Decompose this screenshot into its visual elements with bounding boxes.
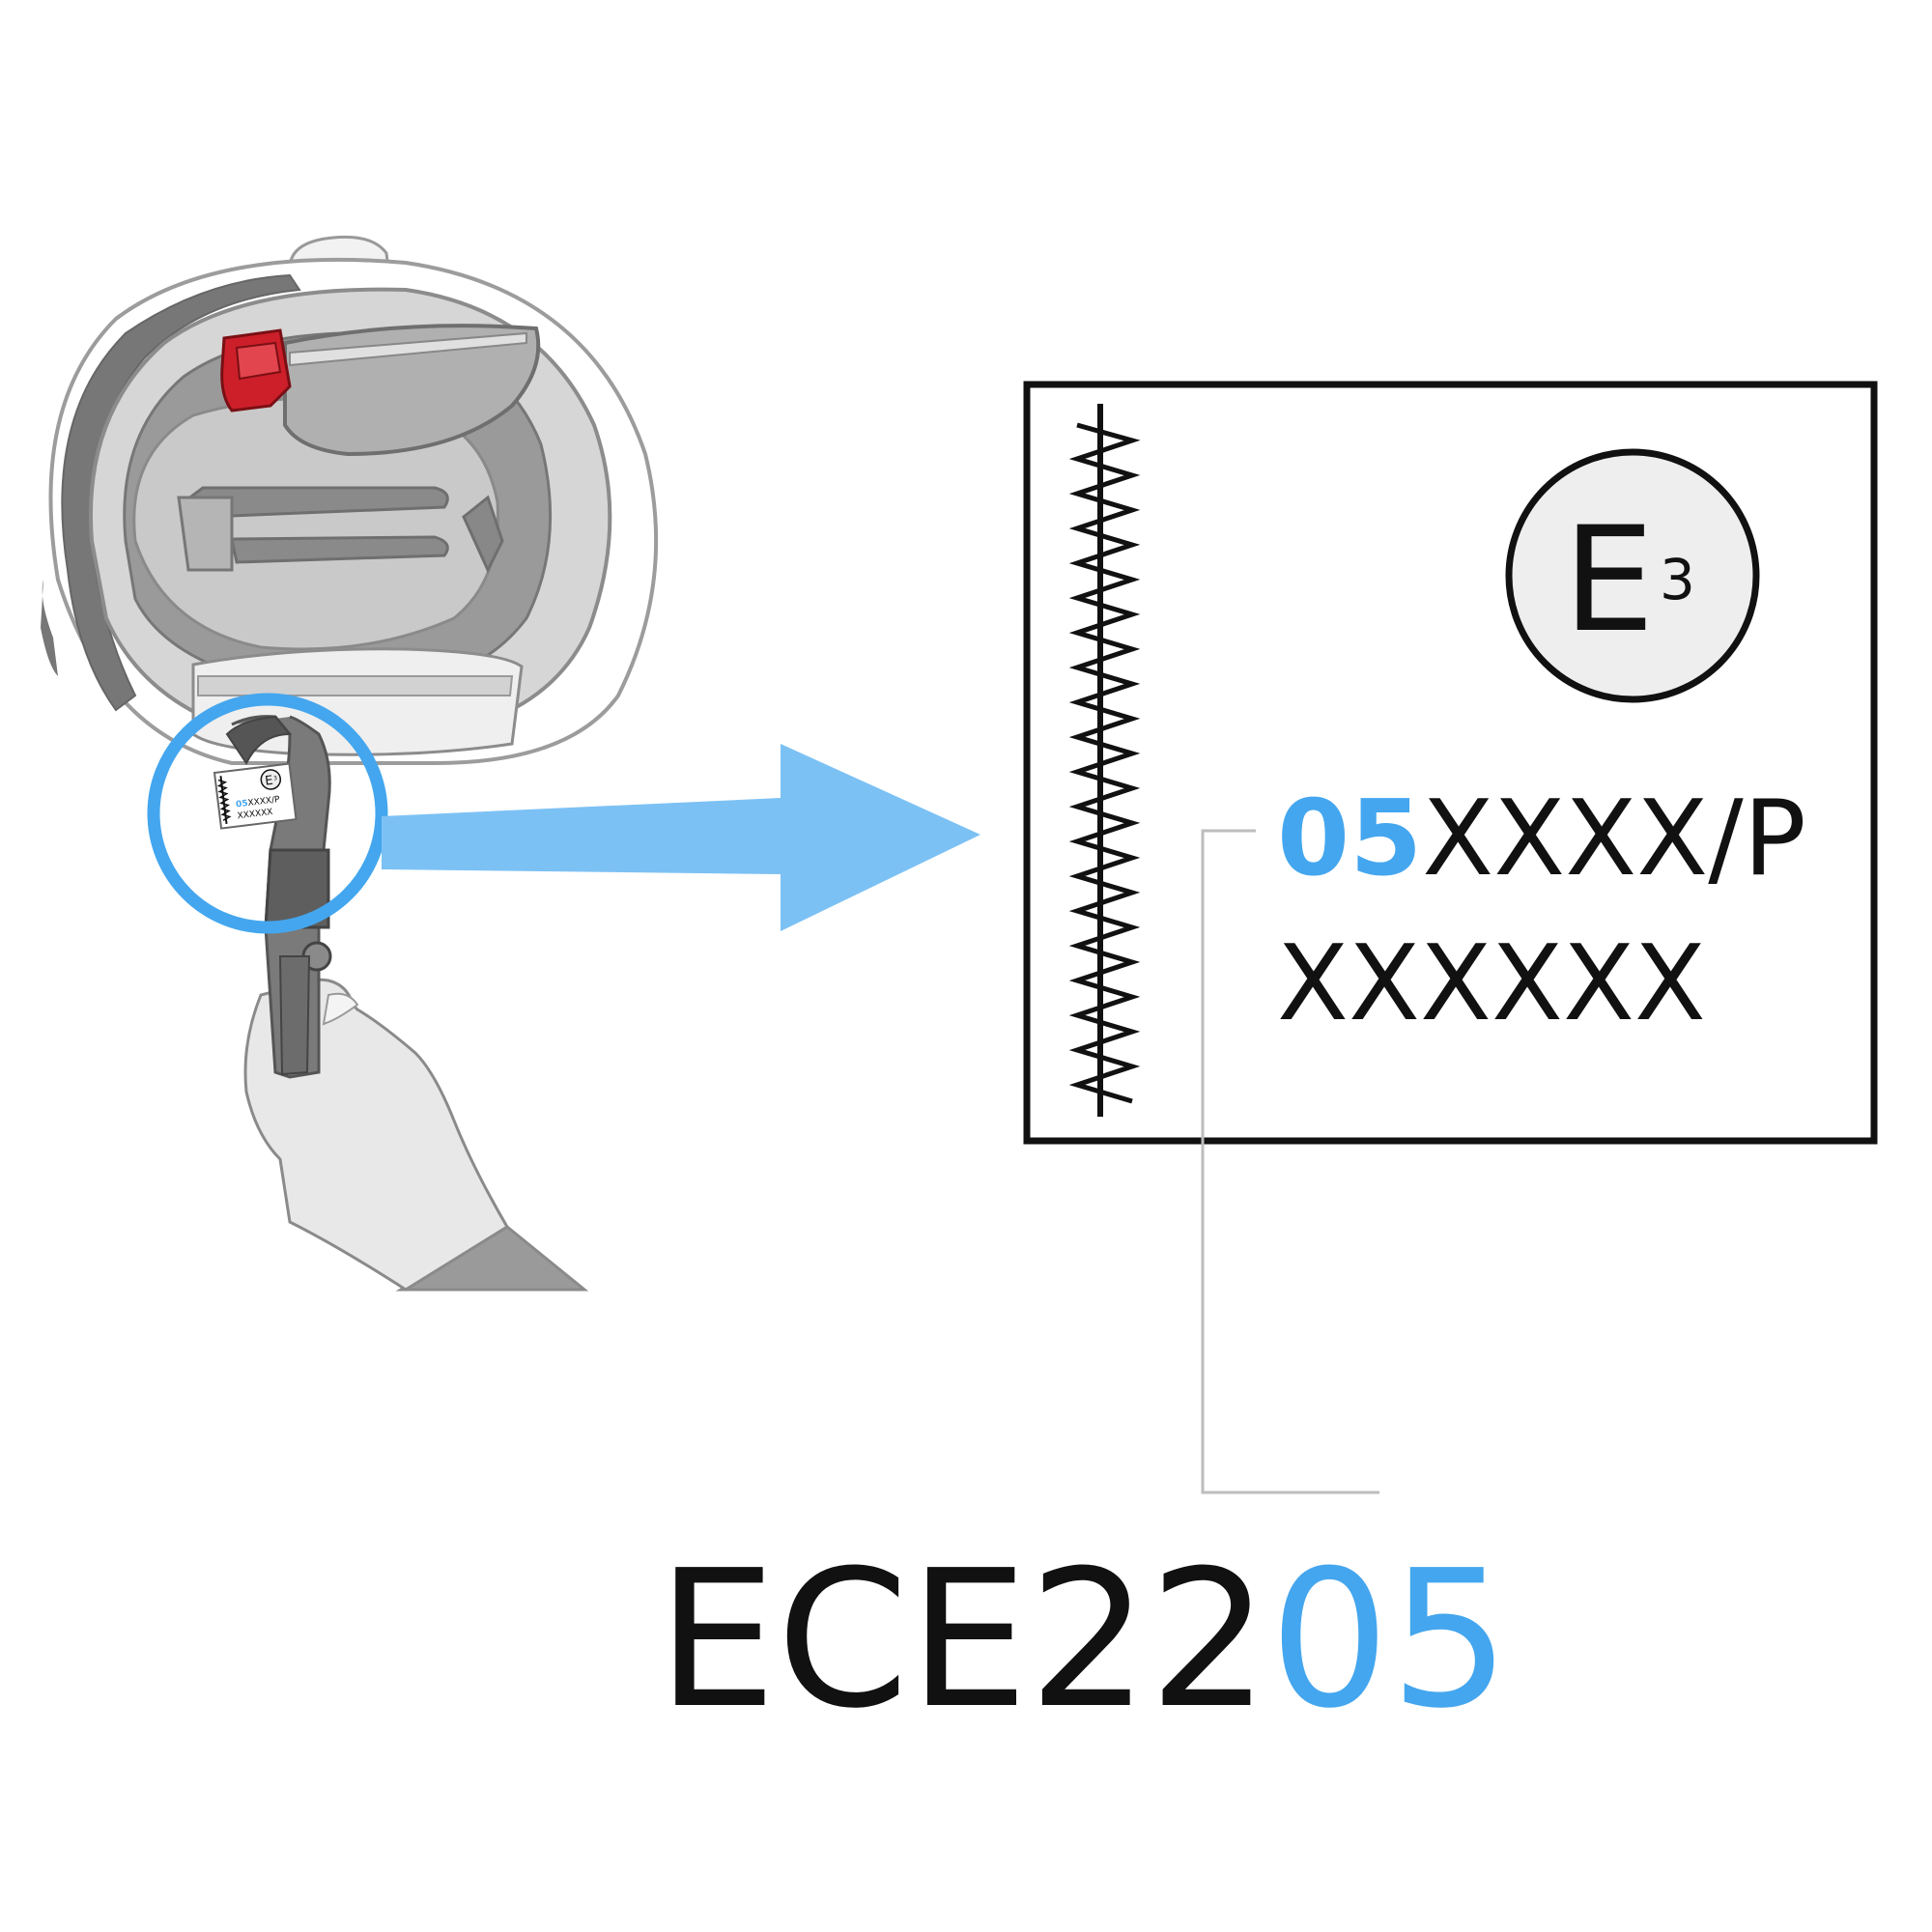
approval-code: 05XXXX/P xyxy=(1277,779,1806,899)
strap-label-serial: XXXXXX xyxy=(237,808,273,821)
strap-label-code-suffix: XXXX/P xyxy=(247,795,281,809)
svg-text:05XXXX/P: 05XXXX/P xyxy=(236,795,281,810)
serial-number: XXXXXX xyxy=(1277,923,1706,1044)
approval-code-prefix: 05 xyxy=(1277,779,1422,899)
e-mark-letter: E xyxy=(1563,497,1655,665)
standard-base: ECE22 xyxy=(657,1530,1269,1750)
strap-label: E 3 05XXXX/P XXXXXX xyxy=(213,762,298,830)
e-mark-number: 3 xyxy=(1660,547,1695,612)
helmet-interior-icon xyxy=(41,235,659,765)
stitch-line xyxy=(1068,404,1141,1117)
e-mark-badge: E 3 xyxy=(1505,448,1760,703)
hand-holding-strap-icon xyxy=(225,715,589,1292)
standard-revision: 05 xyxy=(1269,1530,1510,1750)
leader-line xyxy=(1201,829,1379,1494)
approval-code-suffix: XXXX/P xyxy=(1422,779,1805,899)
magnifier-circle xyxy=(147,693,388,934)
strap-label-mark-letter: E xyxy=(265,774,274,789)
right-arrow-icon xyxy=(382,744,980,931)
strap-label-code-prefix: 05 xyxy=(236,799,249,810)
standard-name: ECE2205 xyxy=(657,1530,1510,1750)
strap-label-mark-number: 3 xyxy=(273,775,278,781)
